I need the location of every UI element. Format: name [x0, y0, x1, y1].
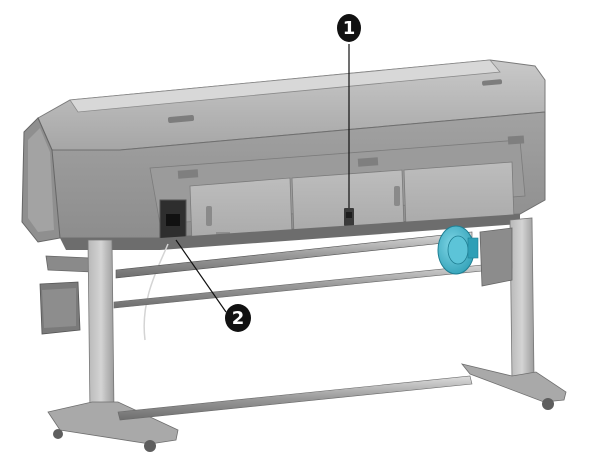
left-leg	[87, 239, 115, 415]
callout-2: 2	[225, 304, 251, 332]
panel-handle-left	[206, 206, 212, 226]
left-end-cap-highlight	[28, 128, 54, 232]
left-caster-front	[144, 440, 156, 452]
power-cord	[143, 243, 169, 341]
callout-1-marker	[337, 14, 361, 42]
callout-1: 1	[337, 14, 361, 42]
panel-handle-right	[394, 186, 400, 206]
left-foot	[47, 401, 179, 445]
callout-2-leader	[175, 239, 227, 313]
callout-1-label: 1	[343, 18, 356, 39]
callout-2-marker	[225, 304, 251, 332]
stand	[47, 217, 567, 452]
spindle-hub-inner	[447, 235, 469, 265]
vent-left	[177, 169, 199, 179]
left-caster-back	[53, 429, 63, 439]
cross-bar	[117, 375, 473, 421]
rod-bracket	[479, 227, 513, 287]
top-slot-left	[167, 115, 195, 123]
right-leg	[509, 217, 535, 381]
top-ridge	[69, 59, 501, 113]
left-basket-mount	[39, 255, 93, 335]
underside-shadow	[60, 214, 520, 250]
callout-2-label: 2	[232, 308, 245, 329]
vent-center	[357, 157, 379, 167]
right-foot	[460, 363, 567, 403]
vent-right	[507, 135, 525, 145]
spindle-collar	[467, 237, 479, 259]
right-caster	[542, 398, 554, 410]
spindle	[115, 225, 479, 279]
power-switch-toggle	[346, 212, 352, 218]
top-slot-right	[482, 79, 503, 86]
printer-body	[21, 59, 546, 250]
power-socket-inner	[166, 214, 180, 226]
